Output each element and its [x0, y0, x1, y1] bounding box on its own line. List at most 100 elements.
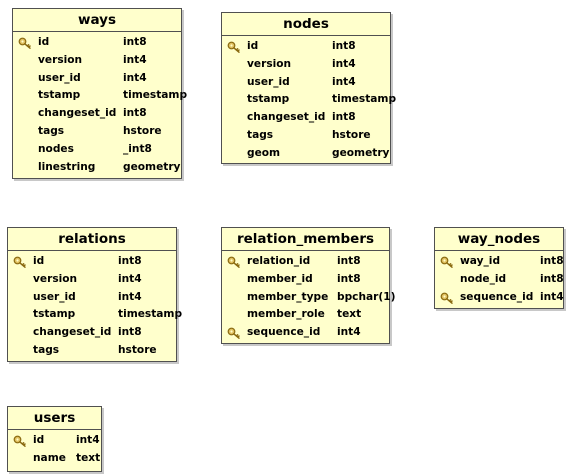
column-type: timestamp [332, 93, 397, 106]
table-title: relation_members [222, 228, 389, 251]
column-row[interactable]: member_type bpchar(1) [222, 289, 395, 307]
column-row[interactable]: changeset_id int8 [222, 109, 390, 127]
primary-key-icon [227, 41, 241, 53]
column-type: int8 [332, 111, 356, 124]
column-row[interactable]: relation_id int8 [222, 253, 389, 271]
table-title: relations [8, 228, 176, 251]
column-type: int8 [332, 40, 356, 52]
column-type: int4 [332, 75, 356, 88]
column-name: tstamp [247, 93, 290, 106]
column-type: hstore [118, 343, 157, 356]
column-name: way_id [460, 255, 501, 267]
column-type: int8 [123, 36, 147, 48]
column-name: geom [247, 146, 281, 159]
column-row[interactable]: id int8 [13, 34, 181, 52]
column-type: geometry [332, 146, 390, 159]
column-name: member_role [247, 308, 325, 321]
column-name: node_id [460, 272, 507, 285]
column-name: user_id [33, 290, 76, 303]
column-type: hstore [332, 128, 371, 141]
column-name: changeset_id [38, 107, 117, 120]
column-type: int4 [118, 290, 142, 303]
primary-key-icon [18, 37, 32, 49]
column-name: id [33, 434, 45, 446]
column-name: relation_id [247, 255, 311, 267]
table-title: way_nodes [435, 228, 563, 251]
column-list: id int4 name text [8, 430, 101, 468]
table-title: users [8, 407, 101, 430]
column-name: member_type [247, 290, 329, 303]
column-name: tags [38, 124, 65, 137]
column-row[interactable]: version int4 [13, 52, 181, 70]
column-row[interactable]: user_id int4 [222, 74, 390, 92]
column-type: hstore [123, 124, 162, 137]
column-name: id [33, 255, 45, 267]
column-type: int4 [123, 71, 147, 84]
column-type: int8 [337, 272, 361, 285]
column-name: version [38, 53, 83, 66]
table-title: ways [13, 9, 181, 32]
column-row[interactable]: sequence_id int4 [222, 324, 389, 342]
column-row[interactable]: tags hstore [13, 123, 181, 141]
column-type: int4 [118, 272, 142, 285]
column-row[interactable]: name text [8, 450, 101, 468]
column-type: int4 [123, 53, 147, 66]
column-type: _int8 [123, 142, 152, 155]
column-type: bpchar(1) [337, 290, 396, 303]
column-name: member_id [247, 272, 313, 285]
column-row[interactable]: member_id int8 [222, 271, 389, 289]
column-type: int8 [123, 107, 147, 120]
column-type: text [76, 451, 101, 464]
column-name: tags [33, 343, 60, 356]
column-row[interactable]: version int4 [8, 271, 176, 289]
column-row[interactable]: nodes_int8 [13, 141, 181, 159]
column-name: version [33, 272, 78, 285]
column-row[interactable]: tstamp timestamp [222, 91, 396, 109]
column-name: user_id [247, 75, 290, 88]
table-users[interactable]: users id int4 name text [7, 406, 102, 472]
primary-key-icon [440, 256, 454, 268]
column-name: sequence_id [460, 290, 534, 303]
column-name: changeset_id [33, 326, 112, 339]
column-name: name [33, 451, 66, 464]
column-row[interactable]: tstamp timestamp [8, 306, 182, 324]
column-name: sequence_id [247, 326, 321, 339]
column-name: tstamp [38, 89, 81, 102]
column-name: id [38, 36, 50, 48]
column-row[interactable]: geom geometry [222, 145, 390, 163]
column-type: int4 [76, 434, 100, 446]
column-row[interactable]: tags hstore [8, 342, 176, 360]
column-name: tstamp [33, 308, 76, 321]
column-row[interactable]: version int4 [222, 56, 390, 74]
column-type: timestamp [123, 89, 188, 102]
column-type: timestamp [118, 308, 183, 321]
column-list: relation_id int8 member_id int8 member_type b… [222, 251, 395, 342]
column-type: int4 [332, 57, 356, 70]
column-row[interactable]: user_id int4 [8, 289, 176, 307]
column-row[interactable]: tstamp timestamp [13, 87, 187, 105]
column-row[interactable]: id int4 [8, 432, 101, 450]
column-type: int4 [337, 326, 361, 339]
column-type: int8 [337, 255, 361, 267]
column-row[interactable]: changeset_id int8 [13, 105, 181, 123]
column-name: changeset_id [247, 111, 326, 124]
primary-key-icon [13, 435, 27, 447]
column-name: version [247, 57, 292, 70]
